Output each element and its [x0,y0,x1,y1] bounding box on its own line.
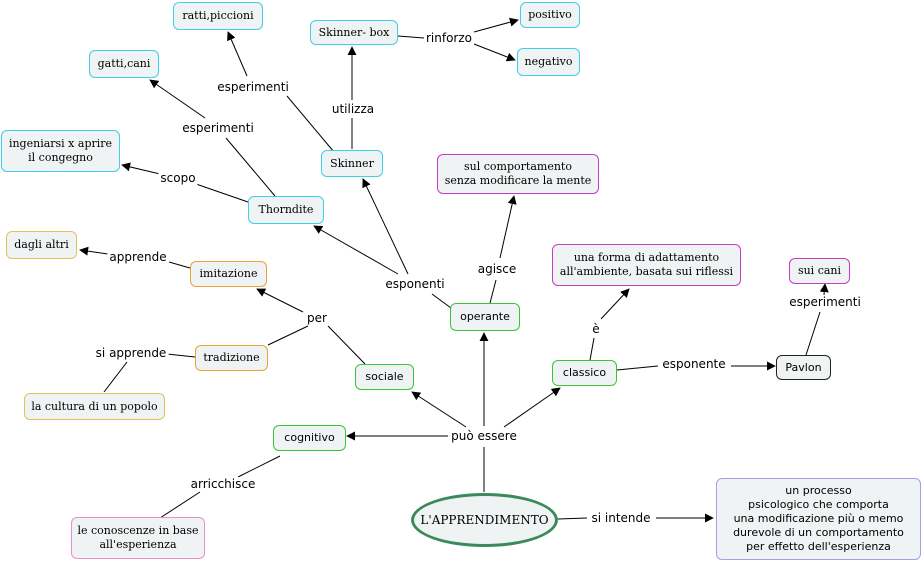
link-operante-esponenti [431,293,452,309]
root-node[interactable]: L'APPRENDIMENTO [411,493,558,547]
link-esperimenti-sui-cani [819,283,829,296]
cognitivo-node[interactable]: cognitivo [273,425,346,451]
label-esponenti: esponenti [383,277,447,291]
label-puo-essere: può essere [449,429,519,443]
ratti-piccioni-node[interactable]: ratti,piccioni [173,2,263,30]
link-esperimenti-ratti [227,31,248,77]
sui-cani-node[interactable]: sui cani [789,258,850,284]
imitazione-node[interactable]: imitazione [190,261,267,287]
label-per: per [305,311,329,325]
link-classico-esponente [616,365,659,371]
link-skinner-box-rinforzo [397,35,425,39]
link-esperimenti-gatti [149,79,206,119]
label-scopo: scopo [158,171,198,185]
label-si-apprende: si apprende [93,346,169,360]
link-puo-essere-classico [503,387,561,428]
link-si-apprende-cultura [103,361,128,393]
link-operante-agisce [489,279,497,304]
dagli-altri-node[interactable]: dagli altri [6,231,77,259]
label-arricchisce: arricchisce [188,477,258,491]
cultura-node[interactable]: la cultura di un popolo [24,393,165,420]
gatti-cani-node[interactable]: gatti,cani [89,50,159,78]
ingeniarsi-node[interactable]: ingeniarsi x aprire il congegno [1,130,120,172]
label-esperimenti-pavlon: esperimenti [787,295,863,309]
link-agisce-sul-comportamento [499,195,517,259]
classico-node[interactable]: classico [552,360,617,386]
link-per-tradizione [267,325,309,346]
negativo-node[interactable]: negativo [517,48,580,76]
link-per-imitazione [256,288,304,313]
link-e-forma-adattamento [600,288,630,320]
link-sociale-per [327,325,366,365]
link-esponenti-thorndite [313,225,399,275]
label-apprende: apprende [107,250,169,264]
link-cognitivo-arricchisce [237,455,281,478]
link-rinforzo-positivo [473,17,519,33]
positivo-node[interactable]: positivo [520,2,580,28]
definition-node[interactable]: un processo psicologico che comporta una… [716,478,921,560]
link-arricchisce-conoscenze [159,491,201,519]
label-si-intende: si intende [589,511,653,525]
skinner-node[interactable]: Skinner [321,150,383,177]
label-rinforzo: rinforzo [423,31,475,45]
label-esponente: esponente [660,357,728,371]
link-esponenti-skinner [362,178,409,275]
conoscenze-node[interactable]: le conoscenze in base all'esperienza [71,517,205,559]
link-apprende-dagli-altri [79,246,109,256]
link-pavlon-esperimenti [805,311,821,356]
forma-adattamento-node[interactable]: una forma di adattamento all'ambiente, b… [552,244,741,286]
link-root-si-intende [557,517,588,520]
sociale-node[interactable]: sociale [355,364,414,390]
link-thorndite-esperimenti [225,137,276,197]
link-skinner-esperimenti [286,95,335,153]
link-puo-essere-sociale [411,391,467,428]
label-agisce: agisce [475,262,519,276]
label-esperimenti-skinner: esperimenti [215,80,291,94]
link-imitazione-apprende [168,261,191,269]
pavlon-node[interactable]: Pavlon [776,355,831,380]
link-rinforzo-negativo [473,43,516,62]
link-classico-e [589,337,595,361]
operante-node[interactable]: operante [450,303,520,331]
link-scopo-ingeniarsi [121,162,161,175]
link-thorndite-scopo [195,183,249,203]
sul-comportamento-node[interactable]: sul comportamento senza modificare la me… [437,154,599,194]
label-esperimenti-thorndite: esperimenti [180,121,256,135]
label-e: è [590,322,602,336]
skinner-box-node[interactable]: Skinner- box [310,20,398,45]
link-tradizione-si-apprende [166,353,196,358]
tradizione-node[interactable]: tradizione [195,345,268,371]
label-utilizza: utilizza [329,102,377,116]
thorndite-node[interactable]: Thorndite [248,196,324,224]
